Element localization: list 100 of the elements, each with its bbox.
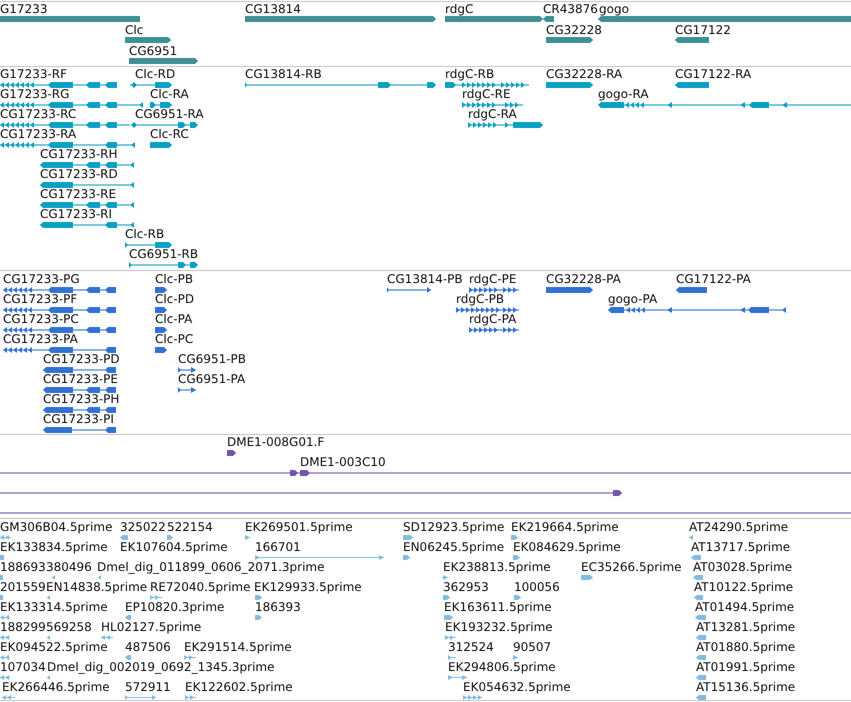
feature-label: CG17233-RC <box>0 107 76 121</box>
feature-label: CG17122 <box>675 23 731 37</box>
feature-label: Clc-RB <box>125 227 164 241</box>
feature-label: rdgC-PA <box>469 312 516 326</box>
feature-label: AT24290.5prime <box>689 520 788 534</box>
feature-label: CG17233-PA <box>3 332 78 346</box>
feature-label: CG6951 <box>129 44 178 58</box>
feature-label: DME1-003C10 <box>300 455 386 470</box>
feature-label: 201559 <box>0 580 46 594</box>
feature-label: 100056 <box>514 580 560 594</box>
feature-label: CG17233-PE <box>43 372 118 386</box>
feature-label: CG17233-PD <box>43 352 120 366</box>
feature-label: EN06245.5prime <box>403 540 504 554</box>
feature-label: CG32228-RA <box>546 67 622 81</box>
feature-label: EC35266.5prime <box>581 560 682 574</box>
feature-label: EK133834.5prime <box>0 540 108 554</box>
feature-label: 90507 <box>513 640 552 654</box>
feature-label: CR43876 <box>543 2 598 16</box>
feature-label: rdgC-RE <box>462 87 511 101</box>
feature-label: 107034 <box>0 660 46 674</box>
feature-label: 166701 <box>255 540 301 554</box>
feature-label: 487506 <box>125 640 171 654</box>
feature-label: AT01991.5prime <box>696 660 796 674</box>
feature-label: CG17122-RA <box>675 67 752 81</box>
feature-label: EK133314.5prime <box>0 600 108 614</box>
feature-label: 188693 <box>0 560 46 574</box>
feature-label: HL02127.5prime <box>101 620 202 634</box>
feature-label: CG17233-RI <box>40 207 112 221</box>
feature-label: 325022 <box>120 520 166 534</box>
feature-label: Clc-PC <box>155 332 194 346</box>
feature-label: AT10122.5prime <box>694 580 794 594</box>
feature-label: EK219664.5prime <box>511 520 619 534</box>
feature-label: EK163611.5prime <box>444 600 552 614</box>
feature-label: EK193232.5prime <box>445 620 553 634</box>
feature-label: CG17233-RE <box>40 187 116 201</box>
feature-label: EK094522.5prime <box>0 640 108 654</box>
feature-label: CG17233-PF <box>3 292 78 306</box>
feature-label: 188299 <box>0 620 46 634</box>
feature-label: EP10820.3prime <box>125 600 224 614</box>
feature-label: G17233-RF <box>0 67 68 81</box>
feature-label: EK129933.5prime <box>254 580 362 594</box>
feature-label: EK054632.5prime <box>463 680 571 694</box>
feature-label: AT01494.5prime <box>695 600 794 614</box>
feature-label: SD12923.5prime <box>403 520 504 534</box>
feature-label: AT13281.5prime <box>696 620 796 634</box>
feature-label: CG17233-PC <box>3 312 79 326</box>
feature-label: EK107604.5prime <box>120 540 228 554</box>
feature-label: CG17233-PI <box>43 412 114 426</box>
feature-label: gogo-PA <box>608 292 658 306</box>
feature-label: CG17122-PA <box>676 272 751 286</box>
feature-label: Clc <box>125 23 144 37</box>
feature-label: Clc-RD <box>135 67 176 81</box>
feature-label: 186393 <box>255 600 301 614</box>
feature-label: CG6951-RB <box>129 247 198 261</box>
feature-label: CG17233-PH <box>43 392 120 406</box>
feature-label: rdgC-PE <box>469 272 516 286</box>
feature-label: RE72040.5prime <box>150 580 250 594</box>
feature-label: AT01880.5prime <box>696 640 796 654</box>
feature-label: CG6951-RA <box>135 107 204 121</box>
feature-label: Clc-RC <box>150 127 189 141</box>
feature-label: CG13814 <box>245 2 301 16</box>
feature-label: EK269501.5prime <box>245 520 353 534</box>
feature-label: G17233-RG <box>0 87 70 101</box>
feature-label: EK084629.5prime <box>513 540 621 554</box>
feature-label: rdgC-RA <box>468 107 517 121</box>
feature-label: Clc-PD <box>155 292 194 306</box>
feature-label: Clc-RA <box>150 87 189 101</box>
feature-label: CG32228 <box>546 23 602 37</box>
feature-label: Dmel_dig_002019_0692_1345.3prime <box>47 660 275 674</box>
feature-label: EK291514.5prime <box>184 640 292 654</box>
feature-label: rdgC-RB <box>445 67 494 81</box>
feature-label: CG13814-PB <box>387 272 463 286</box>
feature-label: Clc-PA <box>155 312 192 326</box>
feature-label: CG13814-RB <box>245 67 322 81</box>
feature-label: rdgC-PB <box>456 292 504 306</box>
feature-label: CG6951-PA <box>178 372 246 386</box>
feature-label: EK294806.5prime <box>448 660 556 674</box>
feature-label: 312524 <box>448 640 494 654</box>
feature-label: 380496 <box>46 560 92 574</box>
feature-label: Clc-PB <box>155 272 194 286</box>
feature-label: CG6951-PB <box>178 352 246 366</box>
feature-label: EK266446.5prime <box>2 680 110 694</box>
feature-label: AT13717.5prime <box>691 540 790 554</box>
feature-label: 522154 <box>167 520 213 534</box>
feature-label: 572911 <box>125 680 171 694</box>
feature-label: rdgC <box>445 2 474 16</box>
feature-label: CG32228-PA <box>546 272 621 286</box>
feature-label: AT03028.5prime <box>693 560 792 574</box>
feature-label: CG17233-RH <box>40 147 118 161</box>
feature-label: 362953 <box>443 580 489 594</box>
feature-label: 569258 <box>46 620 92 634</box>
feature-label: DME1-008G01.F <box>227 435 324 449</box>
feature-label: Dmel_dig_011899_0606_2071.3prime <box>97 560 325 574</box>
feature-label: AT15136.5prime <box>696 680 796 694</box>
feature-label: CG17233-RD <box>40 167 118 181</box>
feature-label: EK122602.5prime <box>185 680 293 694</box>
feature-label: CG17233-PG <box>3 272 80 286</box>
feature-label: GM306B04.5prime <box>0 520 112 534</box>
feature-label: gogo <box>599 2 629 16</box>
feature-label: EK238813.5prime <box>443 560 551 574</box>
